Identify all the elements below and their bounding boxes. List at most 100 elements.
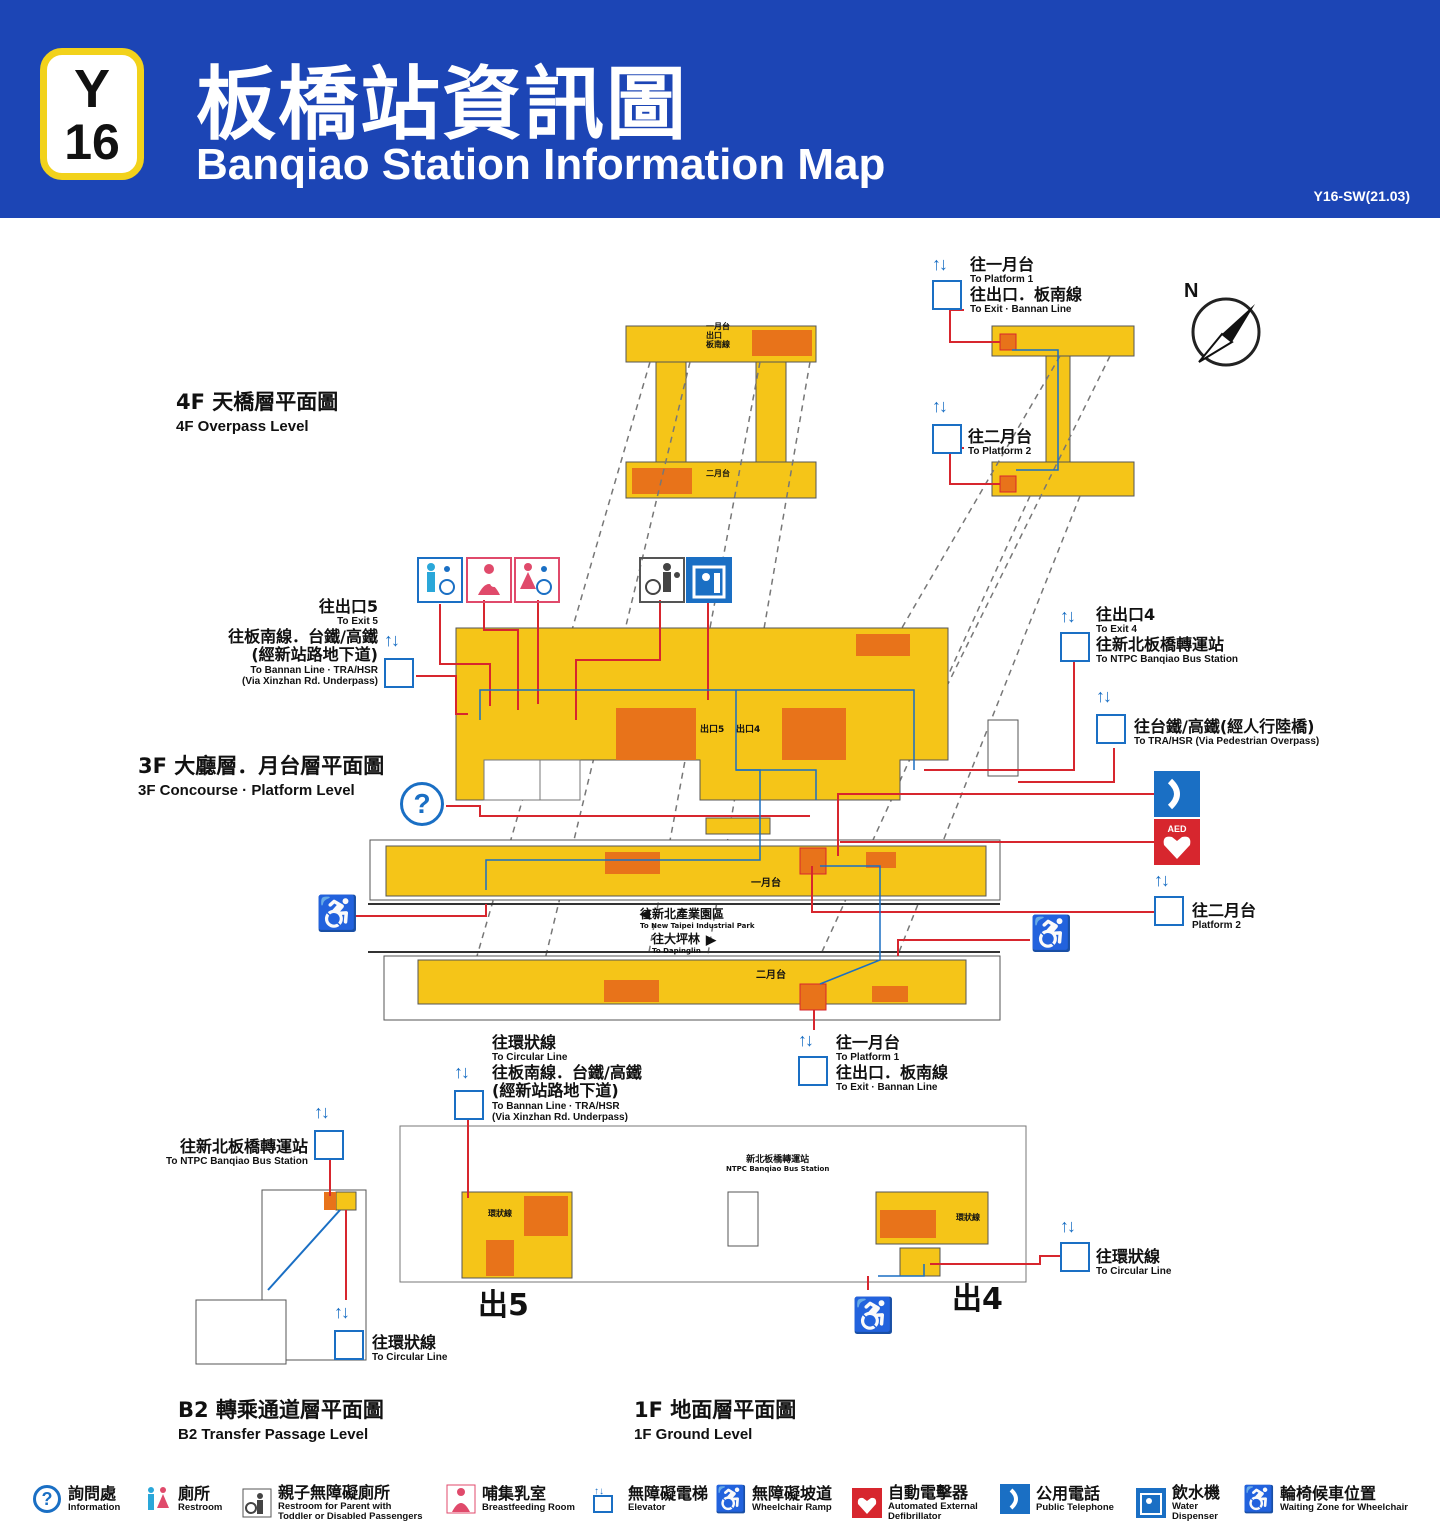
up-down-arrows-icon: ↑↓ — [384, 630, 400, 650]
title-chinese: 板橋站資訊圖 — [196, 58, 688, 151]
sign-tra-zh: 往台鐵/高鐵(經人行陸橋) — [1134, 717, 1315, 736]
information-icon[interactable]: ? — [400, 782, 444, 826]
level-1f-heading: 1F 地面層平面圖 1F Ground Level — [634, 1394, 796, 1443]
sign-exit4: 往出口4 To Exit 4 往新北板橋轉運站 To NTPC Banqiao … — [1096, 605, 1238, 666]
concourse-floor — [455, 627, 1019, 801]
badge-line: Y — [73, 59, 111, 119]
sign-tra-overpass: 往台鐵/高鐵(經人行陸橋) To TRA/HSR (Via Pedestrian… — [1134, 717, 1320, 748]
up-down-arrows-icon: ↑↓ — [454, 1062, 470, 1082]
compass-icon — [1191, 297, 1261, 367]
title-english: Banqiao Station Information Map — [196, 140, 886, 189]
to-dapinglin-en-text: To Dapinglin — [652, 947, 701, 955]
to-industrial-park: 往新北產業園區 To New Taipei Industrial Park — [640, 905, 754, 930]
sign-exit5: 往出口5 To Exit 5 往板南線．台鐵/高鐵 (經新站路地下道) To B… — [228, 597, 378, 688]
svg-text:AED: AED — [1167, 824, 1187, 834]
sign-exit4-en1: To Exit 4 — [1096, 624, 1137, 636]
legend-ramp-zh: 無障礙坡道 — [752, 1484, 833, 1503]
elevator-icon[interactable] — [334, 1330, 364, 1360]
legend-family-en: Restroom for Parent with Toddler or Disa… — [278, 1501, 423, 1522]
sign-c1f-zh3: (經新站路地下道) — [492, 1081, 619, 1101]
legend-water-zh: 飲水機 — [1172, 1483, 1221, 1502]
legend-aed-en: Automated External Defibrillator — [888, 1501, 978, 1522]
legend-information-zh: 詢問處 — [68, 1484, 117, 1503]
sign-p1b-en1: To Platform 1 — [836, 1052, 900, 1064]
level-4f-heading: 4F 天橋層平面圖 4F Overpass Level — [176, 386, 338, 435]
sign-cb2-en: To Circular Line — [372, 1352, 448, 1364]
legend-breastfeeding-en: Breastfeeding Room — [482, 1502, 575, 1513]
aed-icon — [852, 1488, 882, 1518]
elevator-icon[interactable] — [314, 1130, 344, 1160]
aed-icon[interactable]: AED — [1154, 819, 1200, 865]
to-dapinglin-zh-text: 往大坪林 — [652, 932, 701, 946]
breastfeeding-room-icon[interactable] — [466, 557, 512, 603]
sign-exit4-zh2: 往新北板橋轉運站 — [1096, 634, 1225, 654]
sign-4f-p1-zh: 往一月台 — [970, 255, 1035, 274]
red-routes — [329, 309, 1156, 1300]
map-code: Y16-SW(21.03) — [1313, 188, 1410, 204]
concourse-exit4: 出口4 — [736, 725, 761, 735]
legend-breastfeeding-zh: 哺集乳室 — [482, 1484, 547, 1503]
elevator-icon[interactable] — [932, 424, 962, 454]
sign-p2r-en: Platform 2 — [1192, 920, 1241, 932]
sign-exit5-en3: (Via Xinzhan Rd. Underpass) — [242, 676, 378, 688]
elevator-icon[interactable] — [1096, 714, 1126, 744]
elevator-icon[interactable] — [454, 1090, 484, 1120]
sign-tra-en: To TRA/HSR (Via Pedestrian Overpass) — [1134, 736, 1320, 748]
sign-exit5-zh1: 往出口5 — [318, 597, 378, 616]
elevator-icon[interactable] — [1154, 896, 1184, 926]
elevator-icon[interactable] — [1060, 632, 1090, 662]
elevator-icon[interactable] — [798, 1056, 828, 1086]
wheelchair-ramp-icon-1f: ♿ — [852, 1297, 895, 1335]
to-dapinglin-arrow: ▶ — [705, 932, 717, 947]
legend-aed-zh: 自動電擊器 — [888, 1483, 969, 1502]
badge-number: 16 — [64, 114, 120, 170]
level-4f-en: 4F Overpass Level — [176, 418, 309, 435]
up-down-arrows-icon: ↑↓ — [1060, 1216, 1076, 1236]
elevator-icon[interactable] — [1060, 1242, 1090, 1272]
sign-platform2-right: 往二月台 Platform 2 — [1192, 901, 1256, 932]
platform-lower-p2: 二月台 — [756, 970, 786, 981]
sign-bus-b2: 往新北板橋轉運站 To NTPC Banqiao Bus Station — [166, 1137, 308, 1168]
sign-cb2-zh: 往環狀線 — [372, 1333, 437, 1352]
ground-bus-station: 新北板橋轉運站 NTPC Banqiao Bus Station — [726, 1152, 829, 1173]
overpass-left-exit: 出口 — [706, 331, 722, 340]
sign-4f-p2-zh: 往二月台 — [968, 427, 1033, 446]
restroom-female-accessible-icon[interactable] — [514, 557, 560, 603]
sign-4f-exit-en: To Exit · Bannan Line — [970, 304, 1072, 316]
up-down-arrows-icon: ↑↓ — [932, 396, 948, 416]
header-banner: Y 16 板橋站資訊圖 Banqiao Station Information … — [0, 0, 1440, 218]
sign-bus-zh: 往新北板橋轉運站 — [179, 1137, 308, 1156]
restroom-male-accessible-icon[interactable] — [417, 557, 463, 603]
platform-upper — [369, 817, 1001, 901]
overpass-left — [625, 325, 817, 499]
legend-restroom-zh: 廁所 — [178, 1484, 211, 1503]
telephone-icon[interactable] — [1154, 771, 1200, 817]
sign-c1f-en2: To Bannan Line · TRA/HSR — [492, 1100, 620, 1112]
legend-wheelchair-zh: 輪椅候車位置 — [1280, 1484, 1377, 1503]
elevator-icon[interactable] — [384, 658, 414, 688]
wheelchair-zone-icon-right: ♿ — [1030, 915, 1073, 953]
legend-telephone-zh: 公用電話 — [1036, 1484, 1101, 1503]
sign-p1b-zh2: 往出口．板南線 — [836, 1062, 949, 1082]
level-3f-zh: 3F 大廳層．月台層平面圖 — [138, 754, 385, 778]
legend-information-en: Information — [68, 1502, 121, 1513]
family-restroom-icon[interactable] — [639, 557, 685, 603]
up-down-arrows-icon: ↑↓ — [932, 254, 948, 274]
to-industrial-en-text: To New Taipei Industrial Park — [640, 922, 755, 930]
elevator-icon[interactable] — [932, 280, 962, 310]
sign-c1f-en1: To Circular Line — [492, 1052, 568, 1064]
wheelchair-zone-icon-left: ♿ — [316, 895, 359, 933]
to-industrial-zh-text: 往新北產業園區 — [640, 907, 725, 921]
water-dispenser-icon[interactable] — [686, 557, 732, 603]
level-b2-zh: B2 轉乘通道層平面圖 — [178, 1398, 384, 1422]
information-icon: ? — [32, 1484, 62, 1514]
wheelchair-zone-icon: ♿ — [1242, 1483, 1276, 1514]
